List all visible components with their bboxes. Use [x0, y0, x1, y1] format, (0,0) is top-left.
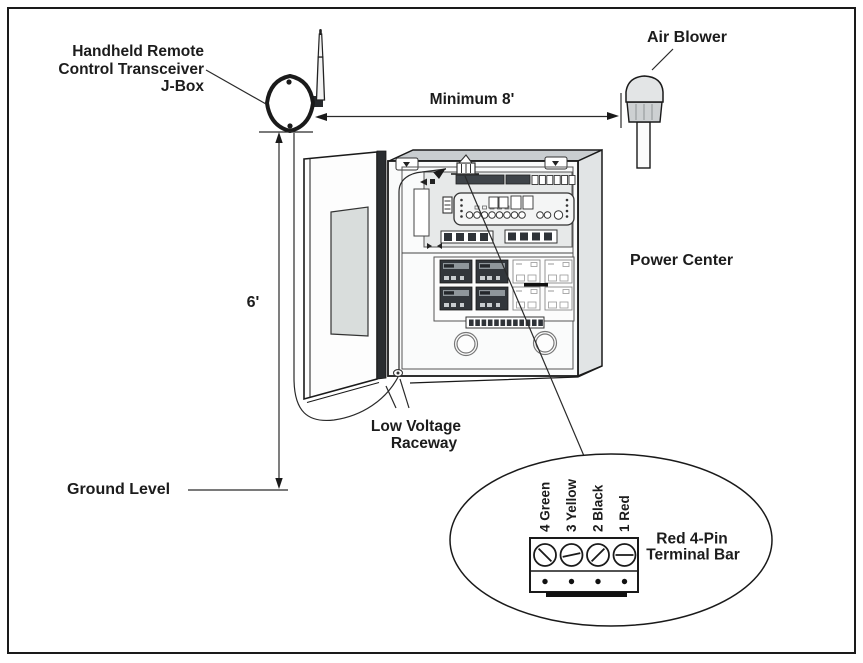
jbox-label-line1: Handheld Remote	[72, 43, 204, 60]
jbox-screw	[286, 79, 292, 85]
jbox-label-line3: J-Box	[161, 78, 204, 95]
raceway-label-line1: Low Voltage	[371, 418, 462, 435]
low-voltage-raceway-wire	[293, 133, 447, 422]
screw-slot	[590, 547, 606, 563]
terminal-bar-title-line1: Red 4-Pin	[656, 531, 727, 548]
cabinet-bottom-edge	[409, 365, 603, 384]
socket-connector	[442, 196, 453, 214]
jbox-label: Handheld Remote Control Transceiver J-Bo…	[58, 43, 204, 95]
board-terminal-group-right	[504, 229, 558, 244]
jbox-body	[264, 73, 316, 134]
air-blower-label: Air Blower	[647, 29, 727, 46]
outer-conduit	[293, 133, 399, 422]
relay-panel	[433, 256, 575, 322]
fuse-block-row	[531, 175, 576, 185]
door-latch-edge	[376, 150, 387, 380]
arrowhead-down-icon	[275, 478, 283, 489]
arrowhead-up-icon	[275, 132, 283, 143]
terminal-strip-top-left	[455, 174, 505, 185]
board-mark-icon	[420, 178, 427, 186]
four-pin-plug	[451, 154, 479, 175]
power-center-cabinet	[387, 148, 603, 384]
pin-wire-labels: 4 Green 3 Yellow 2 Black 1 Red	[538, 478, 633, 532]
blower-dome	[625, 75, 664, 103]
air-blower-label-leader	[651, 48, 674, 71]
led-column-left	[460, 198, 463, 218]
terminal-strip-top-right	[505, 174, 531, 185]
raceway-leader-2	[385, 385, 397, 409]
screw-slot	[562, 552, 581, 558]
pin-label-1-red: 1 Red	[617, 495, 632, 532]
board-terminal-group-left	[440, 230, 494, 244]
terminal-bar-title-line2: Terminal Bar	[646, 547, 740, 564]
led-column-right	[565, 198, 569, 218]
arrowhead-right-icon	[607, 112, 619, 120]
height-label: 6'	[247, 294, 260, 311]
raceway-label-line2: Raceway	[391, 435, 458, 452]
board-arrow-mark	[427, 243, 432, 249]
pin-hole	[568, 578, 575, 585]
arrowhead-left-icon	[315, 113, 327, 121]
side-plate	[413, 188, 430, 237]
antenna	[311, 29, 326, 107]
jbox-label-leader	[205, 69, 267, 105]
callout-leader-line	[464, 175, 585, 457]
jbox-screw	[287, 123, 293, 129]
top-vent-flap-left	[395, 157, 419, 171]
inner-conduit	[398, 168, 447, 370]
door-window	[330, 206, 369, 337]
pin-hole	[595, 578, 601, 585]
board-arrow-mark	[437, 243, 442, 249]
button-led-strip	[453, 192, 575, 226]
panel-bar-mark	[524, 283, 548, 287]
power-center-label: Power Center	[630, 252, 733, 269]
min-distance-label: Minimum 8'	[430, 91, 515, 108]
jbox-label-line2: Control Transceiver	[58, 61, 204, 78]
control-board	[413, 171, 576, 249]
cabinet-door	[303, 150, 387, 404]
raceway-label-group: Low Voltage Raceway	[371, 378, 462, 452]
relay-tabs	[488, 195, 534, 210]
cabinet-right-face	[577, 148, 603, 378]
pin-label-3-yellow: 3 Yellow	[564, 478, 579, 532]
antenna-bracket	[311, 96, 323, 107]
pin-label-2-black: 2 Black	[591, 484, 606, 532]
lower-terminal-strip	[465, 316, 545, 329]
air-blower	[625, 75, 664, 169]
jbox-transceiver	[264, 29, 326, 134]
raceway-leader-1	[399, 378, 410, 409]
cabinet-top-face	[388, 149, 603, 162]
antenna-tip	[319, 29, 322, 35]
relay-module-dark	[439, 259, 509, 311]
red-4-pin-terminal-bar	[529, 537, 639, 597]
top-vent-flap-right	[544, 156, 568, 170]
knockout-holes	[453, 330, 558, 357]
raceway-connector	[392, 369, 404, 377]
pin-label-4-green: 4 Green	[538, 482, 553, 532]
height-dimension: 6'	[247, 131, 313, 489]
terminal-bar-shadow	[546, 592, 627, 597]
min-distance-dimension: Minimum 8'	[315, 91, 622, 128]
relay-module-light	[512, 259, 573, 311]
screw-slot	[537, 547, 553, 563]
terminal-callout: 4 Green 3 Yellow 2 Black 1 Red Red 4-Pin…	[449, 175, 773, 627]
ground-level: Ground Level	[67, 481, 288, 498]
pin-hole	[542, 578, 548, 585]
wire-arrowhead-icon	[433, 168, 446, 179]
ground-level-label: Ground Level	[67, 481, 170, 498]
pin-hole	[621, 578, 628, 585]
blower-pipe	[636, 121, 651, 169]
door-bottom-edge	[306, 381, 380, 404]
button-row	[465, 210, 564, 220]
